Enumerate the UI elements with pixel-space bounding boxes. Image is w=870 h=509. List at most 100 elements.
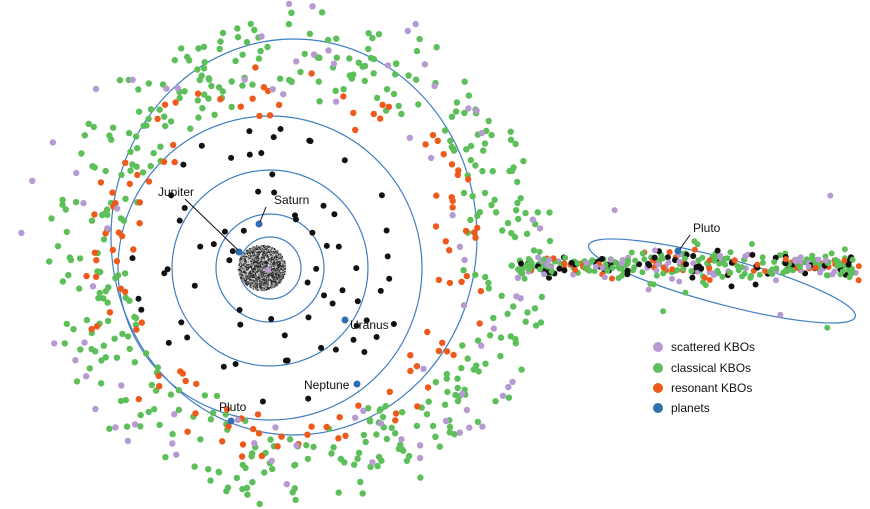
sun-speck <box>244 267 246 270</box>
inner-object-dot <box>228 154 235 161</box>
kbo-classical-dot <box>340 86 347 93</box>
kbo-classical-dot <box>470 366 477 373</box>
inner-object-dot <box>339 287 346 294</box>
kbo-classical-dot <box>249 450 256 457</box>
inner-object-dot <box>378 192 385 199</box>
kbo-classical-dot <box>370 70 377 77</box>
kbo-resonant-dot <box>474 224 481 231</box>
sun-speck <box>273 251 275 253</box>
inner-object-dot <box>752 281 759 288</box>
sun-speck <box>266 251 268 253</box>
kbo-classical-dot <box>823 272 830 279</box>
kbo-scattered-dot <box>676 278 683 285</box>
kbo-classical-dot <box>641 256 648 263</box>
inner-object-dot <box>304 279 311 286</box>
sun-speck <box>239 272 241 274</box>
kbo-classical-dot <box>209 409 217 417</box>
kbo-resonant-dot <box>92 273 100 280</box>
kbo-classical-dot <box>719 273 726 280</box>
kbo-resonant-dot <box>255 430 263 437</box>
kbo-classical-dot <box>288 78 295 86</box>
kbo-classical-dot <box>480 147 487 154</box>
sun-speck <box>277 250 279 252</box>
kbo-classical-dot <box>157 143 164 150</box>
kbo-scattered-dot <box>118 382 125 389</box>
sun-speck <box>257 251 259 253</box>
orbit-pluto-side <box>587 238 857 324</box>
sun-speck <box>246 278 248 281</box>
sun-speck <box>260 272 262 274</box>
kbo-classical-dot <box>429 422 437 430</box>
kbo-resonant-dot <box>385 103 393 111</box>
sun-speck <box>243 259 246 261</box>
kbo-classical-dot <box>286 436 294 443</box>
sun-speck <box>260 282 262 285</box>
kbo-classical-dot <box>147 162 154 170</box>
sun-speck <box>262 287 265 289</box>
sun-speck <box>242 271 244 274</box>
kbo-scattered-dot <box>599 264 606 271</box>
inner-object-dot <box>240 227 247 234</box>
sun-speck <box>262 258 264 260</box>
kbo-outlier-dot <box>583 259 590 266</box>
kbo-classical-dot <box>121 270 129 277</box>
kbo-resonant-dot <box>706 277 713 283</box>
sun-speck <box>248 274 250 276</box>
orbit-pluto <box>110 38 478 436</box>
kbo-classical-dot <box>532 322 540 329</box>
kbo-classical-dot <box>198 72 205 79</box>
sun-speck <box>268 253 270 256</box>
sun-speck <box>281 265 283 268</box>
sun-speck <box>246 265 248 267</box>
legend-label-resonant: resonant KBOs <box>671 381 752 395</box>
leader-jupiter <box>184 198 239 251</box>
kbo-resonant-dot <box>308 423 315 430</box>
kbo-classical-dot <box>771 258 778 265</box>
kbo-outlier-dot <box>716 260 723 267</box>
sun-speck <box>252 282 254 285</box>
sun-speck <box>250 283 252 285</box>
sun-speck <box>264 284 266 286</box>
kbo-resonant-dot <box>118 232 126 240</box>
sun-speck <box>241 274 243 277</box>
kbo-resonant-dot <box>109 246 117 254</box>
kbo-classical-dot <box>169 430 176 438</box>
kbo-resonant-dot <box>458 278 465 285</box>
kbo-scattered-dot <box>330 60 338 67</box>
kbo-classical-dot <box>285 20 293 28</box>
sun-speck <box>273 282 275 284</box>
kbo-classical-dot <box>162 122 169 130</box>
sun-speck <box>278 260 280 263</box>
sun-speck <box>261 275 263 278</box>
kbo-classical-dot <box>522 209 529 217</box>
sun-speck <box>254 247 256 249</box>
inner-object-dot <box>518 260 524 267</box>
kbo-classical-dot <box>450 147 458 154</box>
kbo-scattered-dot <box>332 98 340 105</box>
sun-speck <box>255 257 258 260</box>
kbo-scattered-dot <box>285 0 293 8</box>
sun-speck <box>263 262 266 264</box>
kbo-classical-dot <box>208 82 215 90</box>
kbo-resonant-dot <box>407 352 414 359</box>
kbo-classical-dot <box>117 397 125 405</box>
sun-speck <box>255 289 258 291</box>
kbo-classical-dot <box>360 431 368 439</box>
kbo-classical-dot <box>526 266 533 273</box>
sun-speck <box>253 264 256 266</box>
sun-speck <box>246 284 248 286</box>
kbo-resonant-dot <box>392 417 399 424</box>
sun-speck <box>243 258 245 260</box>
inner-object-dot <box>335 243 342 250</box>
kbo-resonant-dot <box>476 320 483 327</box>
kbo-scattered-dot <box>104 225 111 232</box>
kbo-classical-dot <box>137 411 144 419</box>
kbo-scattered-dot <box>325 47 332 54</box>
kbo-resonant-dot <box>193 380 200 388</box>
kbo-classical-dot <box>139 169 147 176</box>
sun-speck <box>258 270 260 272</box>
sun-speck <box>275 273 277 275</box>
kbo-resonant-dot <box>841 257 848 264</box>
kbo-resonant-dot <box>138 319 145 326</box>
kbo-outlier-dot <box>574 260 581 267</box>
